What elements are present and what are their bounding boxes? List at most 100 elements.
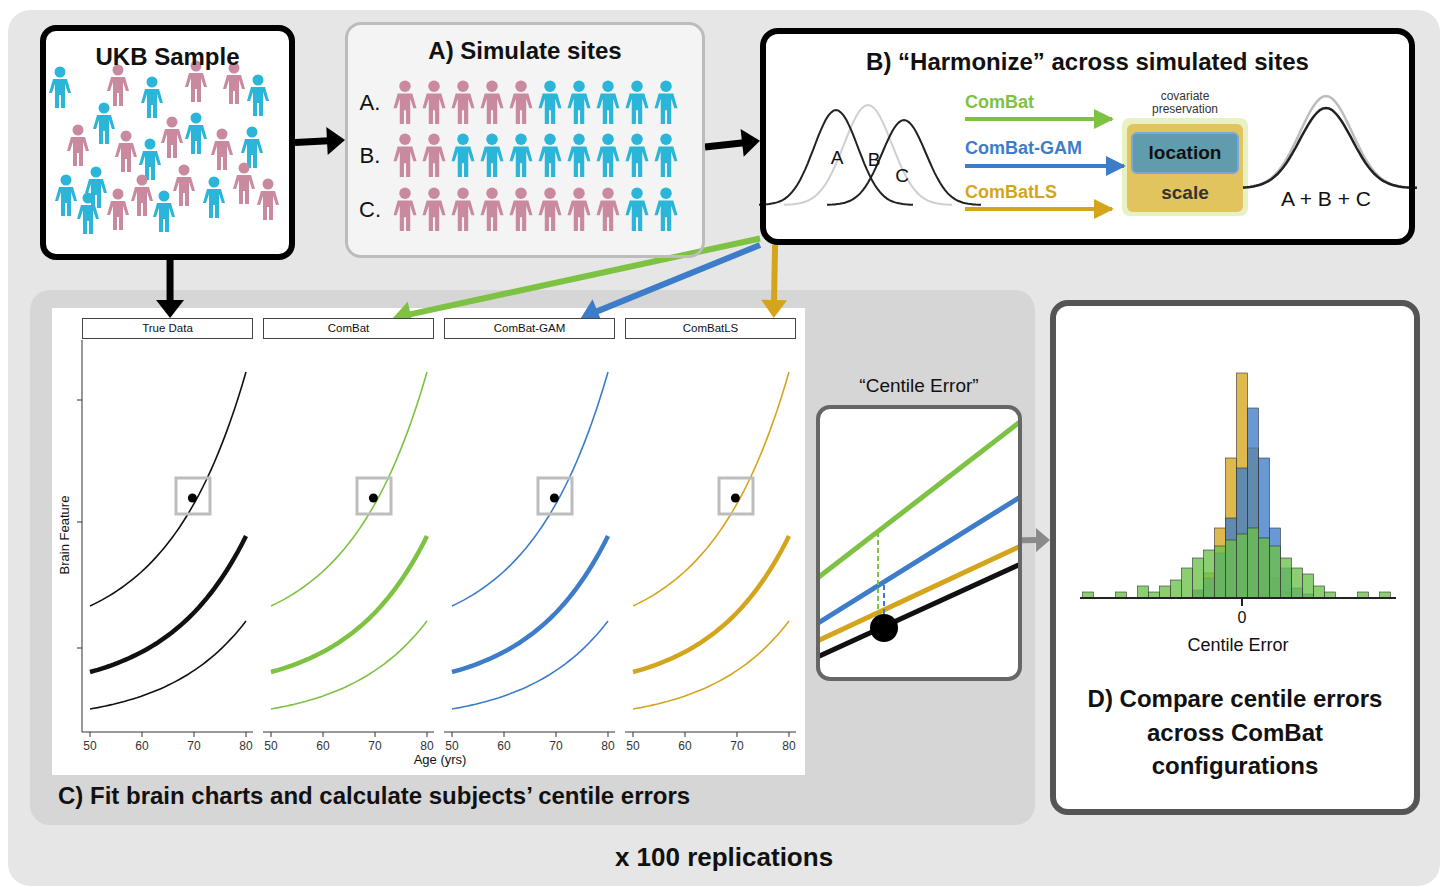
person-icon <box>131 175 153 217</box>
text-label: 80 <box>239 739 252 753</box>
combatls-arrow <box>965 207 1112 211</box>
person-icon <box>139 139 161 181</box>
arrow-head <box>761 300 787 318</box>
text-label: 80 <box>782 739 795 753</box>
person-icon <box>394 81 417 124</box>
person-icon <box>626 81 649 124</box>
text-label: A. <box>360 90 381 116</box>
histogram-bar <box>1171 580 1182 598</box>
person-icon <box>185 113 207 155</box>
histogram-bar <box>1215 546 1226 598</box>
histogram-bar <box>1237 373 1248 598</box>
ukb-fill <box>43 28 292 257</box>
centile-curve <box>90 536 246 672</box>
person-icon <box>93 103 115 145</box>
text-label: 80 <box>601 739 614 753</box>
person-icon <box>452 134 475 177</box>
connector <box>705 143 744 147</box>
person-icon <box>655 81 678 124</box>
histogram-bar <box>1270 528 1281 598</box>
text-label: 50 <box>83 739 96 753</box>
histogram-bar <box>1193 558 1204 598</box>
tick <box>77 648 82 649</box>
tick <box>90 732 91 737</box>
tick <box>427 732 428 737</box>
histogram-bar <box>1160 586 1171 598</box>
text-label: ComBatLS <box>965 182 1057 203</box>
combat-gam-arrow <box>965 164 1124 168</box>
node-title: location <box>1133 142 1237 164</box>
person-icon <box>568 188 591 231</box>
histogram-bar <box>1259 538 1270 598</box>
person-icon <box>452 188 475 231</box>
person-icon <box>241 127 263 169</box>
text-label: 70 <box>368 739 381 753</box>
histogram-axis <box>1080 598 1396 606</box>
node-title: True Data <box>83 322 252 334</box>
y-axis <box>82 340 83 732</box>
person-icon <box>257 179 279 221</box>
text-label: B. <box>360 143 381 169</box>
distribution-curve <box>827 120 981 205</box>
person-icon <box>173 165 195 207</box>
connector <box>774 245 775 302</box>
sim-fill <box>347 24 703 256</box>
arrow-head <box>156 300 184 318</box>
person-icon <box>247 75 269 117</box>
text-label: 60 <box>678 739 691 753</box>
histogram-bar <box>1226 518 1237 598</box>
histogram-bar <box>1270 546 1281 598</box>
histogram-bar <box>1314 586 1325 598</box>
text-label: Age (yrs) <box>414 752 467 767</box>
arrow-head <box>1036 528 1050 552</box>
facet-strip: ComBat-GAM <box>444 318 615 339</box>
person-icon <box>539 134 562 177</box>
person-icon <box>481 134 504 177</box>
inset-box: “Centile Error” <box>816 405 1022 681</box>
node-title: “Centile Error” <box>800 375 1038 397</box>
distribution-curve <box>1235 96 1417 188</box>
arrow-head <box>741 129 760 157</box>
tick <box>789 732 790 737</box>
person-icon <box>115 131 137 173</box>
text-label: ComBat <box>965 92 1034 113</box>
arrow-head <box>326 127 345 155</box>
node-title: ComBat-GAM <box>445 322 614 334</box>
histogram-bar <box>1281 558 1292 598</box>
subject-point <box>188 494 197 503</box>
person-icon <box>67 125 89 167</box>
tick <box>142 732 143 737</box>
tick <box>608 732 609 737</box>
centile-curve <box>452 621 608 709</box>
tick <box>685 732 686 737</box>
centile-curve <box>633 536 789 672</box>
text-label: 50 <box>626 739 639 753</box>
node-title: x 100 replications <box>8 842 1440 873</box>
person-icon <box>211 129 233 171</box>
person-icon <box>539 188 562 231</box>
combat-arrow <box>965 117 1112 121</box>
location-box: location <box>1131 132 1239 174</box>
panel-c-fill <box>30 290 1035 825</box>
text-label: B <box>868 149 881 171</box>
connector <box>295 141 329 143</box>
person-icon <box>481 188 504 231</box>
x-axis <box>444 732 615 733</box>
histogram-bar <box>1248 408 1259 598</box>
person-icon <box>423 81 446 124</box>
person-icon <box>626 188 649 231</box>
subject-point <box>550 494 559 503</box>
node-title: D) Compare centile errors across ComBat … <box>1070 682 1400 783</box>
text-label: 70 <box>730 739 743 753</box>
generated-strokes <box>49 61 1417 738</box>
text-label: 60 <box>316 739 329 753</box>
histogram-bar <box>1259 538 1270 598</box>
node-title: B) “Harmonize” across simulated sites <box>766 48 1409 76</box>
centile-curve <box>633 372 789 606</box>
node-title: ComBatLS <box>626 322 795 334</box>
subject-point <box>731 494 740 503</box>
text-label: C. <box>359 197 381 223</box>
x-axis <box>263 732 434 733</box>
person-icon <box>153 191 175 233</box>
text-label: 70 <box>187 739 200 753</box>
